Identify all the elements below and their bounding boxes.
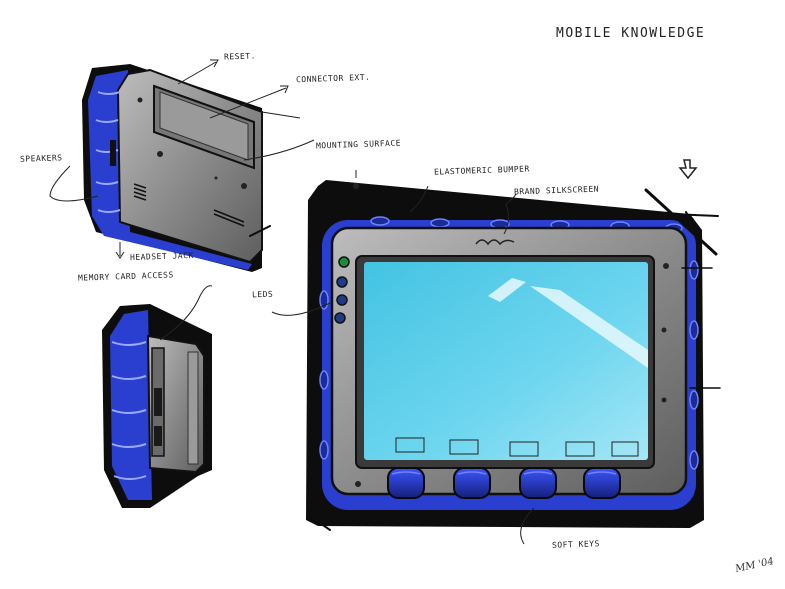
side-view-bumper [110, 310, 152, 500]
soft-key [519, 467, 557, 499]
memory-card-slot [154, 388, 162, 416]
soft-key [453, 467, 491, 499]
bezel-buttons [355, 263, 669, 487]
label-leds: LEDS [251, 289, 274, 300]
bumper-ribs [95, 91, 121, 213]
led-icon [336, 294, 348, 306]
speaker-slot [110, 140, 116, 166]
brand-silkscreen-mark [475, 239, 515, 246]
soft-key [583, 467, 621, 499]
label-reset: RESET. [223, 51, 257, 62]
vent-slots [133, 183, 245, 227]
soft-keys [387, 467, 621, 499]
led-icon [338, 256, 350, 268]
screen-reflection [530, 286, 648, 368]
led-icon [334, 312, 346, 324]
onscreen-tabs [395, 437, 639, 457]
leader-lines [49, 59, 535, 545]
front-view [306, 180, 704, 528]
label-speakers: SPEAKERS [19, 153, 63, 164]
soft-key [387, 467, 425, 499]
screws [137, 97, 247, 189]
side-bumper-ribs [111, 341, 147, 480]
side-view [102, 304, 212, 508]
back-view [82, 64, 263, 272]
label-soft-keys: SOFT KEYS [551, 539, 601, 550]
led-icon [336, 276, 348, 288]
down-arrow-icon [678, 159, 698, 180]
construction-strokes [249, 188, 721, 531]
led-cluster [334, 256, 350, 324]
sheet-title: MOBILE KNOWLEDGE [556, 26, 706, 41]
